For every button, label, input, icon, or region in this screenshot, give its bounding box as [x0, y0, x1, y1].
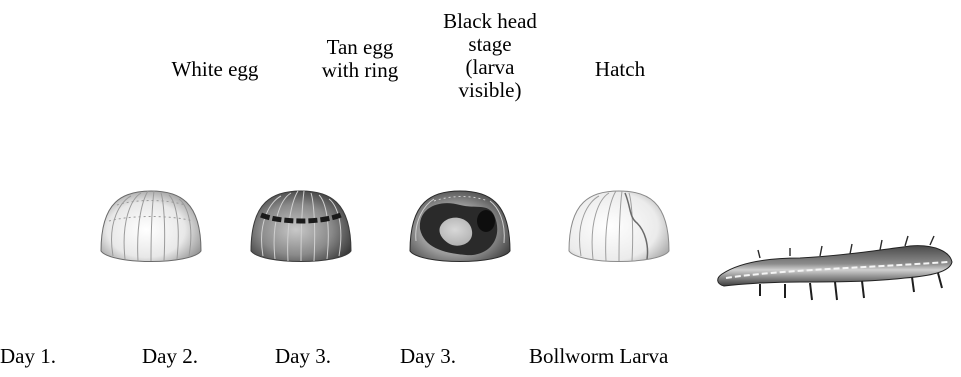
tan-egg [251, 191, 351, 262]
bollworm-larva-label: Bollworm Larva [529, 344, 668, 368]
day-label-3a: Day 3. [275, 344, 331, 368]
day-label-1: Day 1. [0, 344, 56, 368]
white-egg [101, 191, 201, 262]
bollworm-larva [718, 236, 952, 300]
day-label-2: Day 2. [142, 344, 198, 368]
hatched-egg [569, 191, 669, 262]
black-head-egg [410, 191, 510, 262]
day-label-3b: Day 3. [400, 344, 456, 368]
